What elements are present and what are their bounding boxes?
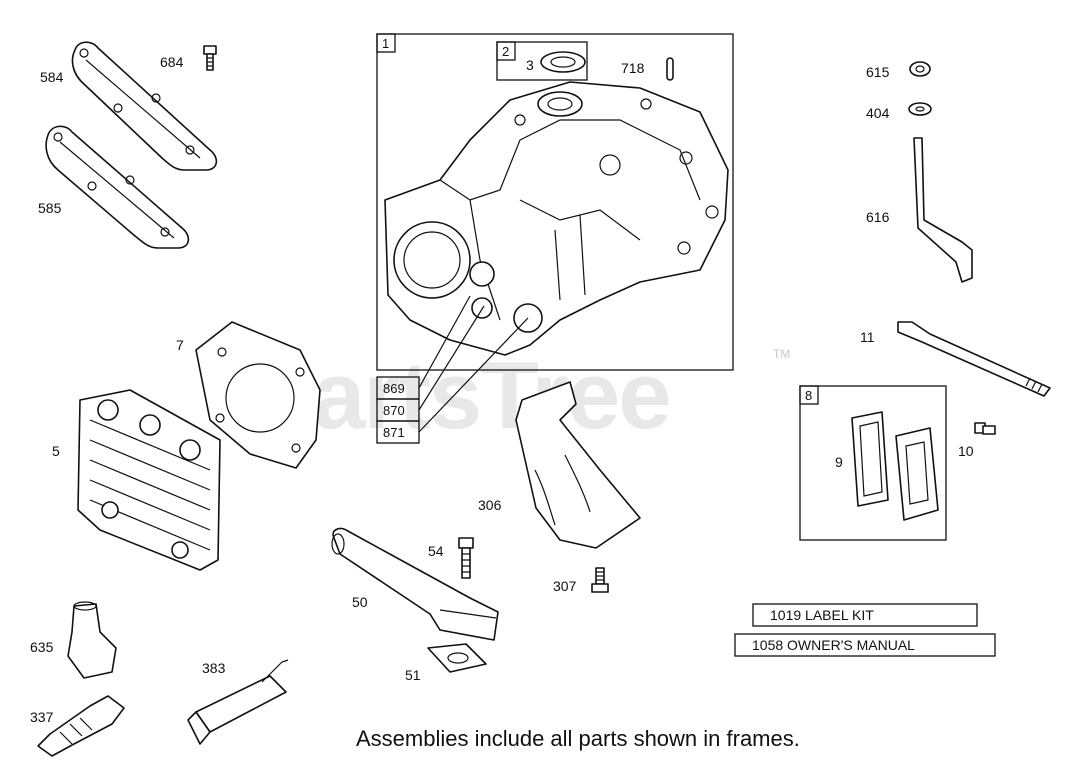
svg-text:1058 OWNER'S MANUAL: 1058 OWNER'S MANUAL: [752, 637, 915, 653]
label-kit-box[interactable]: 1019 LABEL KIT: [752, 603, 978, 627]
label-10: 10: [958, 443, 974, 459]
svg-text:871: 871: [383, 425, 405, 440]
label-5: 5: [52, 443, 60, 459]
part-616-governor-lever[interactable]: [913, 137, 973, 283]
label-616: 616: [866, 209, 890, 225]
frame-1-number: 1: [382, 36, 389, 51]
part-11-dipstick-tube[interactable]: [897, 321, 1051, 397]
frame-2-tag: [496, 41, 516, 61]
label-615: 615: [866, 64, 890, 80]
label-383: 383: [202, 660, 226, 676]
label-51: 51: [405, 667, 421, 683]
part-404-washer[interactable]: [908, 102, 932, 116]
svg-text:1019 LABEL KIT: 1019 LABEL KIT: [770, 607, 874, 623]
label-404: 404: [866, 105, 890, 121]
owners-manual-box[interactable]: 1058 OWNER'S MANUAL: [734, 633, 996, 657]
label-307: 307: [553, 578, 577, 594]
svg-text:869: 869: [383, 381, 405, 396]
part-54-bolt[interactable]: [458, 537, 474, 579]
part-684-bolt[interactable]: [203, 45, 217, 71]
frame-8: [799, 385, 947, 541]
part-breather-cover[interactable]: [895, 427, 939, 521]
part-306-air-guide[interactable]: [515, 381, 641, 549]
frame-8-tag: [799, 385, 819, 405]
part-50-intake-pipe[interactable]: [331, 527, 499, 641]
label-585: 585: [38, 200, 62, 216]
part-635-spark-plug-boot[interactable]: [67, 601, 117, 679]
label-9: 9: [835, 454, 843, 470]
label-337: 337: [30, 709, 54, 725]
frame-2-number: 2: [502, 44, 509, 59]
label-635: 635: [30, 639, 54, 655]
label-718: 718: [621, 60, 645, 76]
label-3: 3: [526, 57, 534, 73]
label-306: 306: [478, 497, 502, 513]
watermark-tm: TM: [773, 347, 790, 361]
assemblies-note: Assemblies include all parts shown in fr…: [356, 726, 800, 751]
part-383-spark-plug-wrench[interactable]: [187, 659, 289, 745]
part-5-cylinder-head[interactable]: [77, 389, 221, 571]
part-7-head-gasket[interactable]: [195, 321, 321, 469]
part-307-screw[interactable]: [591, 567, 609, 593]
svg-text:870: 870: [383, 403, 405, 418]
frame-2: [496, 41, 588, 81]
part-615-nut[interactable]: [909, 61, 931, 77]
callout-leaders: [418, 295, 529, 433]
part-337-spark-plug[interactable]: [37, 695, 125, 757]
frame-1-tag: [376, 33, 396, 53]
part-10-screw[interactable]: [974, 422, 996, 435]
label-7: 7: [176, 337, 184, 353]
part-718-dowel-pin[interactable]: [666, 57, 674, 81]
part-584-gasket[interactable]: [71, 41, 218, 171]
part-51-gasket[interactable]: [427, 643, 487, 673]
part-585-gasket[interactable]: [45, 125, 190, 249]
part-9-gasket[interactable]: [851, 411, 889, 507]
label-584: 584: [40, 69, 64, 85]
label-684: 684: [160, 54, 184, 70]
frame-1: [376, 33, 734, 371]
label-11: 11: [860, 329, 875, 345]
part-3-oil-seal[interactable]: [540, 51, 586, 73]
label-54: 54: [428, 543, 444, 559]
frame-8-number: 8: [805, 388, 812, 403]
label-50: 50: [352, 594, 368, 610]
part-crankcase[interactable]: [384, 81, 729, 356]
